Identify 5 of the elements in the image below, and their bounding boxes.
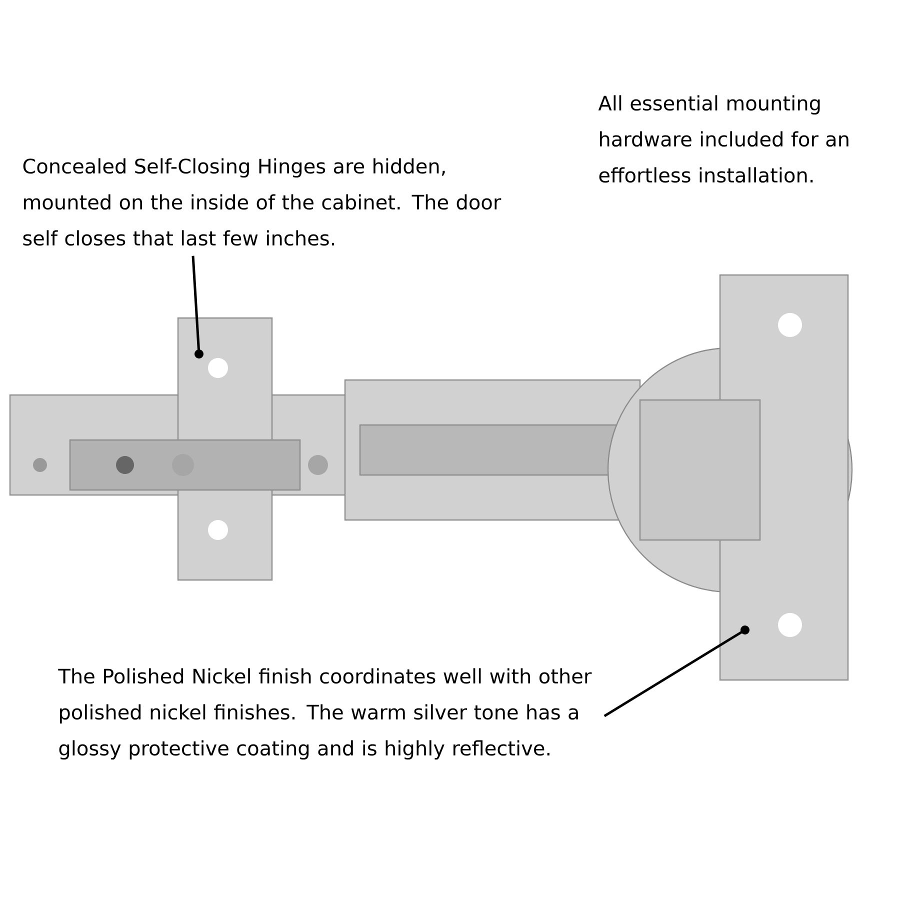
leader-line [604,626,750,718]
leader-line [192,256,204,358]
callout-text: Concealed Self-Closing Hinges are hidden, mounted on the inside of the cabinet. The door self closes that last few inches. [23,158,502,246]
note-text: All essential mounting hardware included for an effortless installation. [598,95,848,183]
callout-text: The Polished Nickel finish coordinates well with other polished nickel finishes. The warm silver tone has a glossy protective coating and is highly reflective. [58,668,592,760]
